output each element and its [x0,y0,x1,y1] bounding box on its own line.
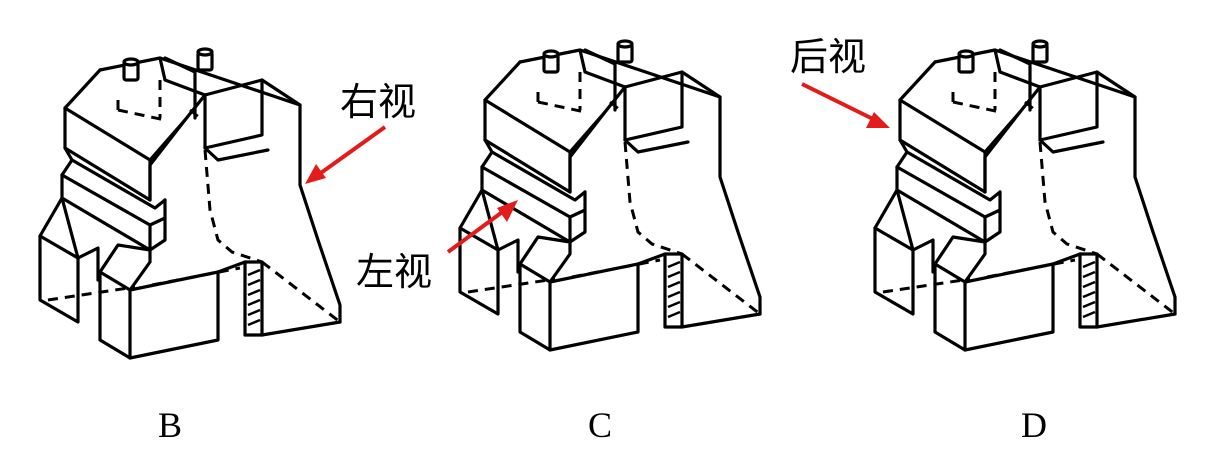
back-view-label: 后视 [790,35,866,79]
option-c-drawing [458,39,762,352]
option-d-drawing [873,39,1177,352]
option-c-label: C [588,405,612,445]
left-view-arrow [446,200,518,254]
left-view-label: 左视 [356,250,432,294]
right-view-label: 右视 [340,80,416,124]
option-b-drawing [38,47,342,360]
option-d-label: D [1021,405,1047,445]
option-b-label: B [158,405,182,445]
back-view-arrow [801,82,890,128]
right-view-arrow [305,125,387,184]
